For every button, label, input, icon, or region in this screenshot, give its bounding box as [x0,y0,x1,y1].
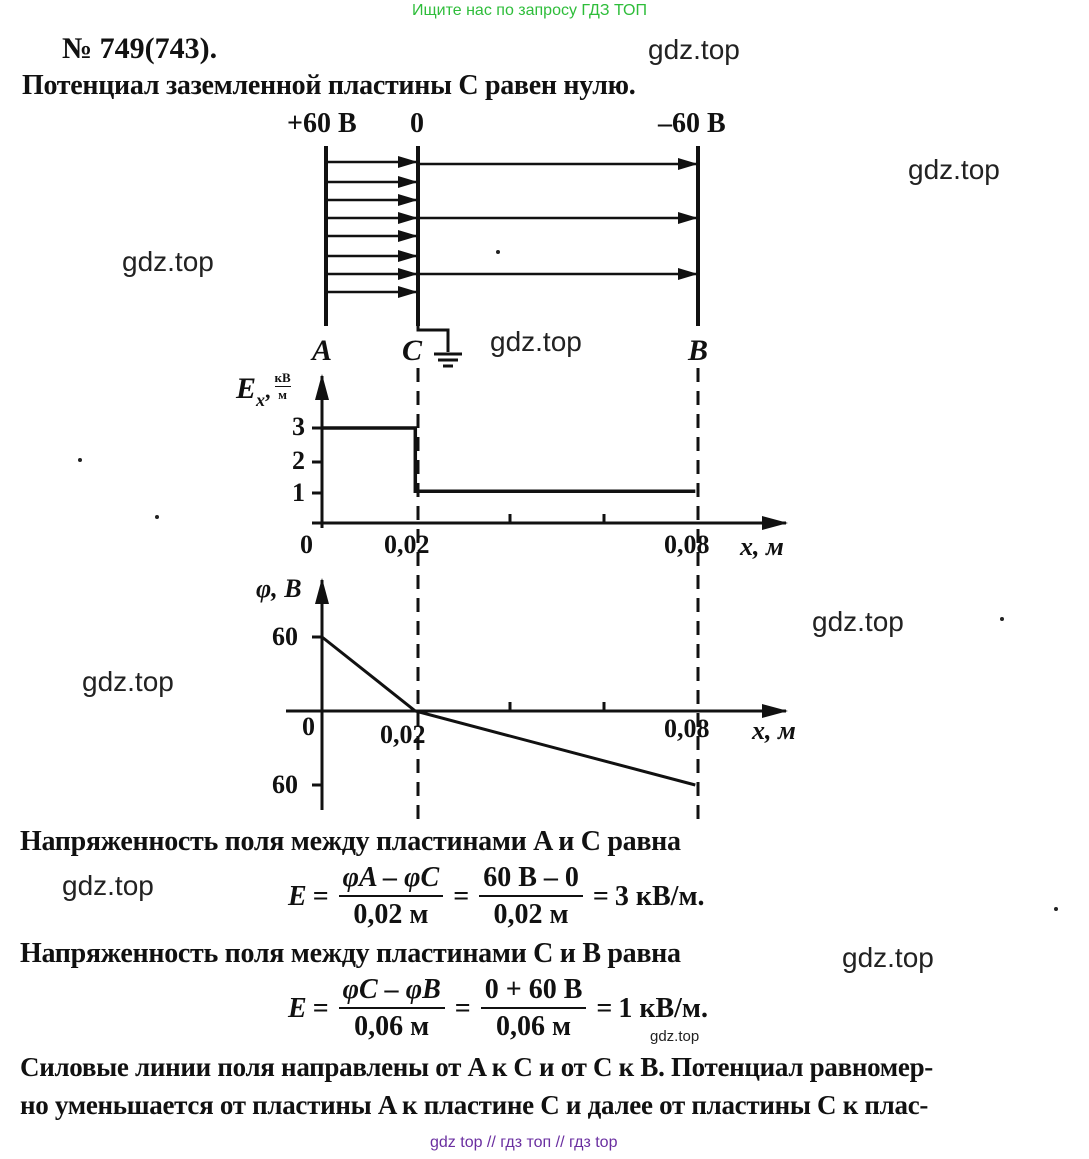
watermark: gdz.top [650,1028,700,1045]
ex-subscript: x [256,390,266,410]
ex-graph-line [322,426,696,494]
plate-b-potential: –60 В [658,108,726,139]
watermark: gdz.top [648,34,740,65]
y-tick-label: 60 [272,770,298,799]
y-tick-label: 0 [302,712,315,741]
watermark: gdz.top [62,870,154,901]
problem-number: № 749(743). [62,32,218,65]
x-axis-label: x, м [752,716,796,745]
site-footer[interactable]: gdz top // гдз топ // гдз top [430,1134,618,1151]
y-tick-label: 3 [292,412,305,441]
plate-a-label: A [312,334,333,367]
intro-text: Потенциал заземленной пластины C равен н… [22,70,636,101]
field-lines-ac [326,156,418,298]
text-field-cb: Напряженность поля между пластинами C и … [20,938,681,969]
x-tick-label: 0 [300,530,313,559]
site-banner[interactable]: Ищите нас по запросу ГДЗ ТОП [412,2,647,19]
y-tick-label: 2 [292,446,305,475]
ex-symbol: E [236,372,257,405]
text-field-ac: Напряженность поля между пластинами A и … [20,826,681,857]
field-lines-cb [418,158,698,280]
x-tick-label: 0,02 [384,530,430,559]
plate-c-label: C [402,334,423,367]
watermark: gdz.top [908,154,1000,185]
plate-c-potential: 0 [410,108,424,139]
x-axis-label: x, м [740,532,784,561]
text-conclusion-2: но уменьшается от пластины A к пластине … [20,1090,929,1120]
watermark: gdz.top [842,942,934,973]
watermark: gdz.top [122,246,214,277]
phi-ticks [312,635,606,787]
ex-unit: кВ м [274,370,291,402]
watermark: gdz.top [490,326,582,357]
plate-a-potential: +60 В [287,108,357,139]
plate-b-label: B [688,334,709,367]
y-tick-label: 1 [292,478,305,507]
ex-axis-label: E x , кВ м [236,370,291,410]
watermark: gdz.top [812,606,904,637]
ground-icon [416,326,462,368]
ex-ticks [312,426,606,523]
x-tick-label: 0,08 [664,714,710,743]
y-tick-label: 60 [272,622,298,651]
phi-graph-line [321,635,696,787]
x-tick-label: 0,08 [664,530,710,559]
watermark: gdz.top [82,666,174,697]
phi-axis-label: φ, B [256,574,302,603]
text-conclusion-1: Силовые линии поля направлены от A к C и… [20,1052,933,1082]
